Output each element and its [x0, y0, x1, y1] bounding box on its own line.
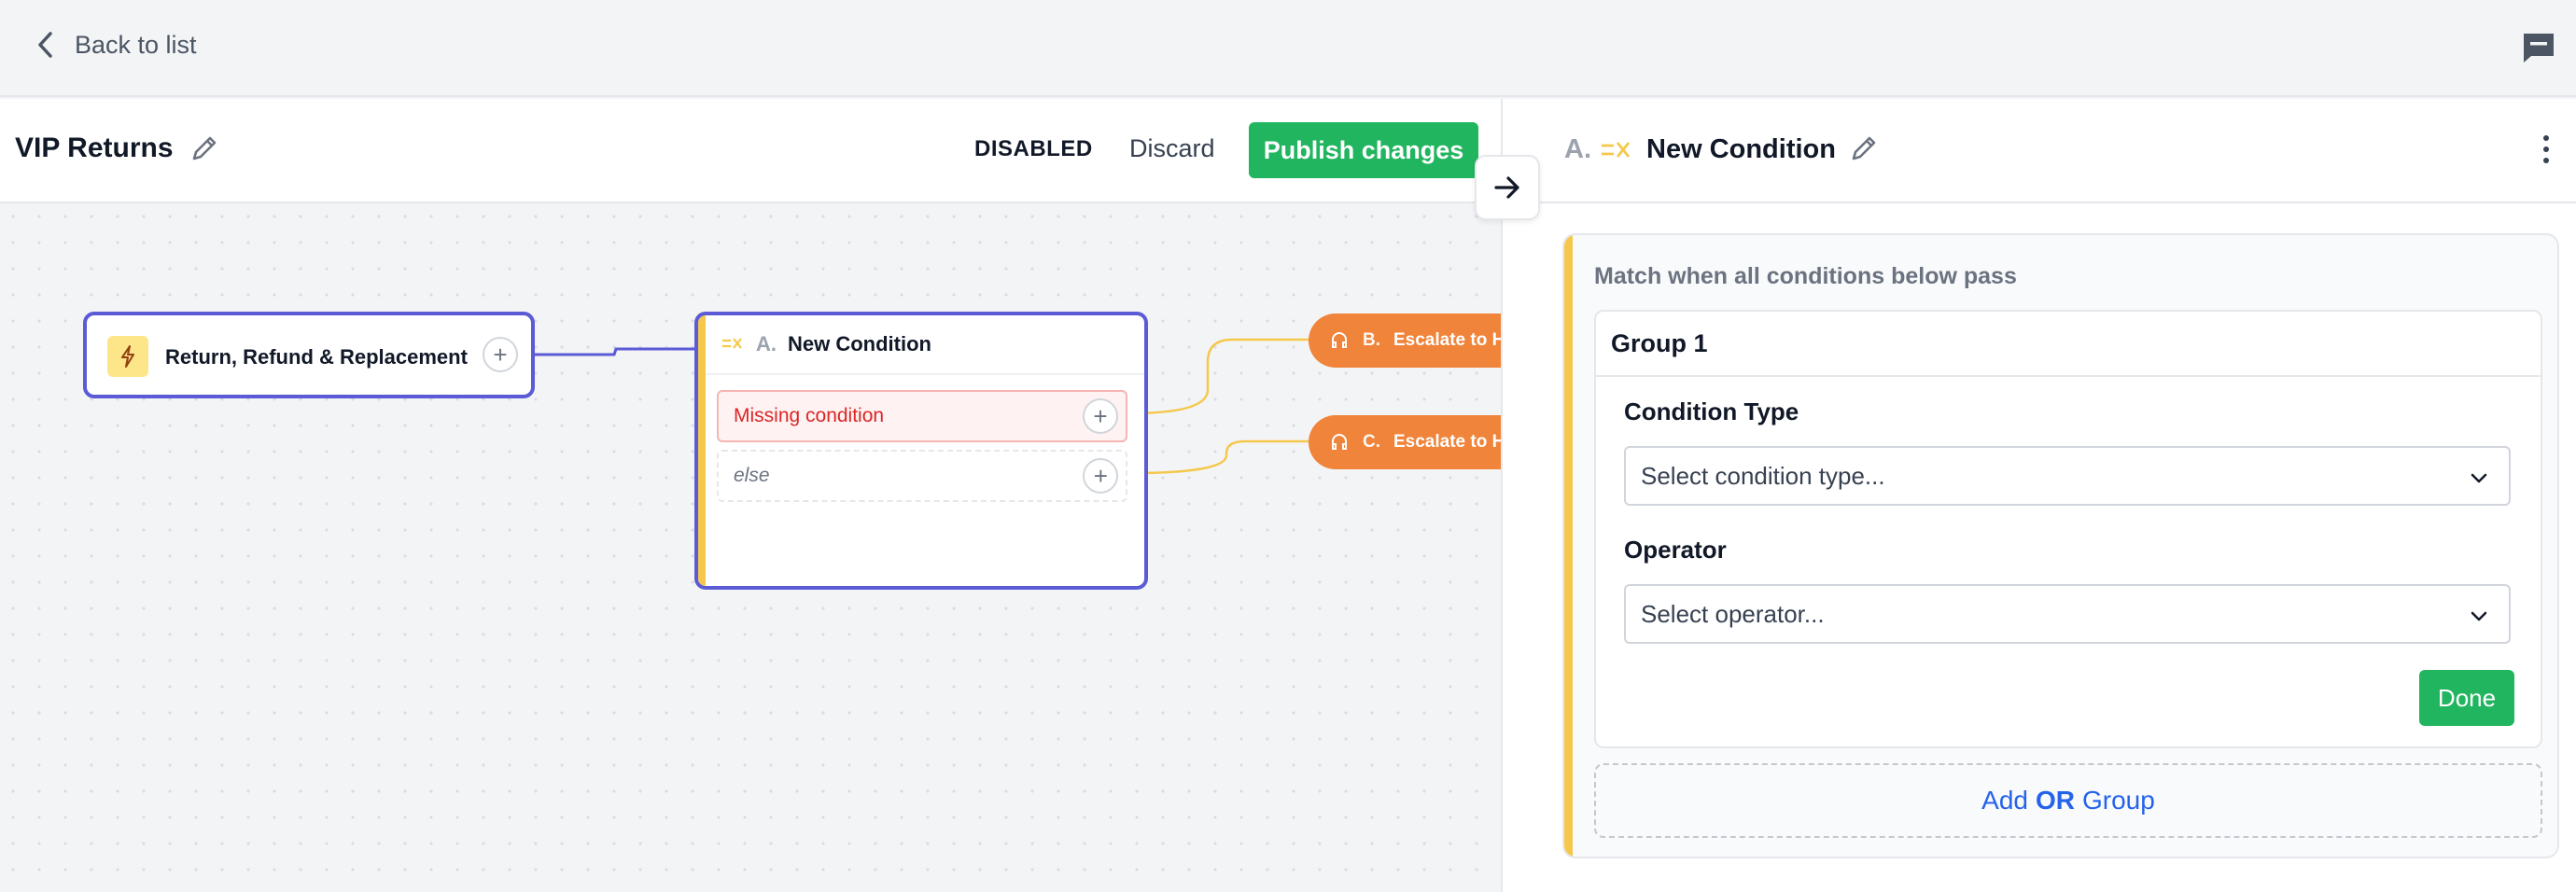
condition-name: New Condition [788, 332, 931, 355]
group-title: Group 1 [1596, 312, 2541, 377]
condition-accent [698, 315, 706, 586]
operator-select[interactable]: Select operator... [1624, 584, 2511, 644]
pencil-icon[interactable] [189, 132, 220, 164]
operator-label: Operator [1624, 536, 1727, 564]
top-bar: Back to list [0, 0, 2576, 97]
chevron-down-icon [2471, 473, 2487, 483]
condition-card: Match when all conditions below pass Gro… [1562, 233, 2559, 858]
status-badge: DISABLED [974, 136, 1093, 161]
action-label: Escalate to H [1393, 330, 1501, 350]
action-label: Escalate to H [1393, 432, 1501, 452]
chat-icon[interactable] [2520, 30, 2557, 65]
condition-type-placeholder: Select condition type... [1641, 461, 1885, 490]
back-to-list-link[interactable]: Back to list [34, 28, 197, 62]
add-or-prefix: Add [1981, 786, 2028, 815]
condition-group: Group 1 Condition Type Select condition … [1594, 310, 2542, 748]
edges-layer [535, 338, 1309, 475]
add-or-group-button[interactable]: Add OR Group [1594, 763, 2542, 838]
arrow-right-icon [1494, 176, 1519, 199]
edge-missing-to-b [1128, 338, 1309, 415]
expand-panel-button[interactable] [1475, 155, 1540, 220]
add-step-button[interactable]: + [483, 337, 518, 372]
done-button[interactable]: Done [2419, 670, 2514, 726]
panel-header: A. New Condition [1503, 99, 2576, 203]
condition-icon [722, 338, 742, 349]
condition-type-select[interactable]: Select condition type... [1624, 446, 2511, 506]
add-or-suffix: Group [2082, 786, 2155, 815]
edge-else-to-c [1128, 439, 1309, 475]
publish-changes-button[interactable]: Publish changes [1249, 122, 1478, 178]
condition-detail-panel: A. New Condition Match when all conditio… [1501, 99, 2576, 892]
trigger-label: Return, Refund & Replacement [165, 345, 468, 369]
pencil-icon[interactable] [1848, 132, 1880, 164]
condition-icon [1602, 142, 1631, 158]
condition-type-label: Condition Type [1624, 397, 1799, 425]
headset-icon [1332, 332, 1347, 348]
chevron-left-icon [38, 32, 52, 58]
branch-missing-condition[interactable]: Missing condition + [717, 390, 1127, 442]
branch-label: Missing condition [734, 405, 885, 426]
panel-title: New Condition [1646, 134, 1836, 164]
action-node-c[interactable]: C. Escalate to H [1309, 415, 1501, 469]
card-accent [1564, 235, 1573, 857]
branch-label: else [734, 465, 770, 486]
workflow-canvas[interactable]: Return, Refund & Replacement + A. New Co… [0, 203, 1501, 892]
chevron-down-icon [2471, 611, 2487, 621]
match-description: Match when all conditions below pass [1594, 263, 2017, 289]
condition-node[interactable]: A. New Condition Missing condition + els… [694, 312, 1148, 590]
back-label: Back to list [75, 30, 197, 59]
workflow-title: VIP Returns [15, 132, 174, 163]
panel-letter: A. [1564, 134, 1591, 164]
more-options-icon[interactable] [2541, 132, 2552, 166]
action-node-b[interactable]: B. Escalate to H [1309, 314, 1501, 368]
discard-button[interactable]: Discard [1129, 134, 1215, 162]
action-letter: C. [1363, 432, 1380, 452]
workflow-title-wrap: VIP Returns [15, 132, 220, 164]
branch-else[interactable]: else + [717, 450, 1127, 502]
add-else-step-button[interactable]: + [1083, 458, 1118, 494]
operator-placeholder: Select operator... [1641, 599, 1825, 628]
workflow-header: VIP Returns DISABLED Discard Publish cha… [0, 99, 1501, 203]
trigger-node[interactable]: Return, Refund & Replacement + [83, 312, 535, 398]
condition-node-header: A. New Condition [706, 315, 1144, 375]
headset-icon [1332, 434, 1347, 450]
bolt-icon [107, 336, 148, 377]
add-branch-step-button[interactable]: + [1083, 398, 1118, 434]
condition-letter: A. [756, 332, 777, 355]
add-or-keyword: OR [2036, 786, 2075, 815]
edge-trigger-to-condition [535, 347, 694, 356]
action-letter: B. [1363, 330, 1380, 350]
